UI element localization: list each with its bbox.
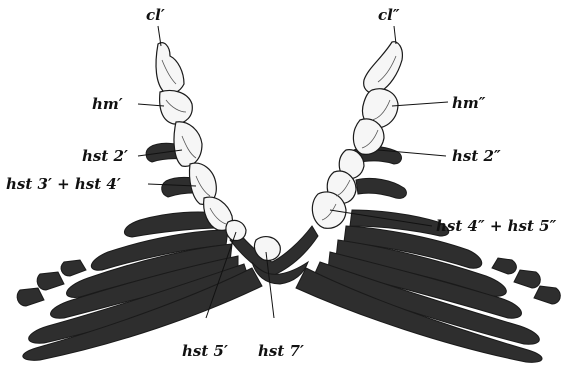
label-hst7: hst 7′ — [258, 342, 304, 360]
right-rib-tip-b — [514, 270, 540, 288]
right-clavicle-cartilage — [364, 42, 403, 94]
right-rib-tip-a — [534, 286, 560, 304]
left-clavicle-cartilage — [156, 43, 184, 94]
label-cl-left: cl′ — [146, 6, 165, 24]
right-hst2-cartilage — [353, 119, 384, 154]
right-rib-tip-c — [492, 258, 516, 274]
left-hst2-cartilage — [174, 122, 202, 167]
left-hst5-cartilage — [226, 220, 246, 240]
left-rib-tip-b — [37, 272, 64, 290]
leader-hm-right — [392, 102, 448, 106]
left-rib-tip-c — [61, 260, 86, 276]
left-hm-cartilage — [160, 91, 193, 125]
label-hst5-left: hst 5′ — [182, 342, 228, 360]
label-hst2-left: hst 2′ — [82, 147, 128, 165]
left-rib-tip-a — [17, 288, 44, 306]
label-hst2-right: hst 2″ — [452, 147, 501, 165]
label-hst45-right: hst 4″ + hst 5″ — [436, 217, 557, 235]
label-hst34-left: hst 3′ + hst 4′ — [6, 175, 121, 193]
label-cl-right: cl″ — [378, 6, 400, 24]
label-hm-left: hm′ — [92, 95, 123, 113]
right-rib-2 — [356, 178, 406, 198]
label-hm-right: hm″ — [452, 94, 486, 112]
